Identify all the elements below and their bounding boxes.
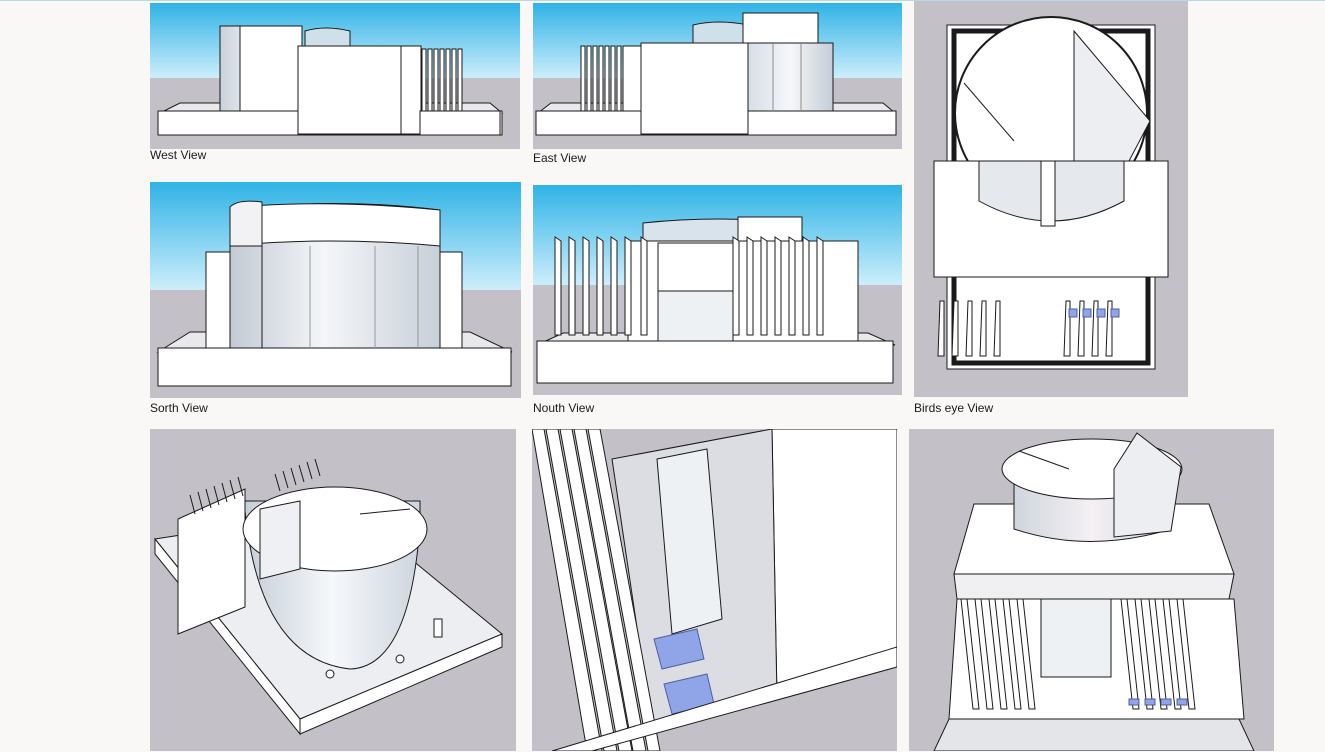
- sorth-view-caption: Sorth View: [150, 401, 208, 415]
- perspective-view-1-image: [150, 429, 516, 751]
- nouth-view-caption: Nouth View: [533, 401, 595, 415]
- nouth-view-image: [533, 185, 902, 395]
- sorth-view-image: [150, 182, 521, 398]
- west-view-caption: West View: [150, 148, 207, 162]
- perspective-view-2-image: [532, 429, 897, 751]
- east-view-image: [533, 3, 902, 149]
- perspective-view-3-image: [909, 429, 1274, 751]
- birds-eye-view-image: [914, 1, 1188, 397]
- east-view-caption: East View: [533, 151, 587, 165]
- top-border: [0, 0, 1325, 1]
- birds-eye-view-caption: Birds eye View: [914, 401, 994, 415]
- west-view-image: [150, 3, 520, 149]
